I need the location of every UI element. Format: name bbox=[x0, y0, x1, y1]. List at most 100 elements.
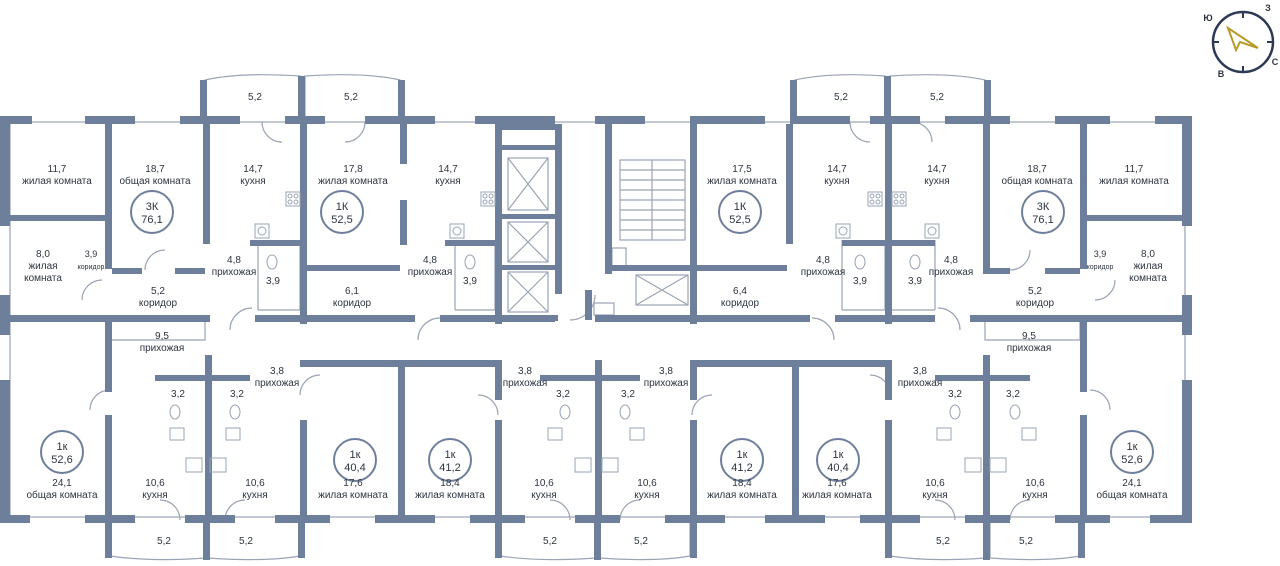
room-name: прихожая bbox=[212, 267, 257, 278]
room-area: 14,7 bbox=[827, 164, 847, 175]
room-label-r59: 5,2 bbox=[936, 536, 950, 547]
room-label-r41: 3,2 bbox=[948, 389, 962, 400]
room-name: прихожая bbox=[255, 378, 300, 389]
room-name: кухня bbox=[1022, 490, 1047, 501]
compass-arrow-icon bbox=[1226, 25, 1259, 53]
room-name: комната bbox=[1129, 273, 1167, 284]
compass: З Ю В С bbox=[1203, 3, 1278, 79]
room-area: 5,2 bbox=[543, 536, 557, 547]
room-area: 14,7 bbox=[243, 164, 263, 175]
room-name: коридор bbox=[1016, 298, 1055, 309]
room-area: 4,8 bbox=[227, 255, 241, 266]
badge-circle bbox=[320, 190, 364, 234]
apartment-area: 41,2 bbox=[439, 462, 460, 474]
room-area: 3,9 bbox=[853, 276, 867, 287]
room-name: прихожая bbox=[503, 378, 548, 389]
room-name: коридор bbox=[139, 298, 178, 309]
room-name: жилая комната bbox=[1099, 176, 1169, 187]
room-area: 3,8 bbox=[270, 366, 284, 377]
room-area: 10,6 bbox=[145, 478, 165, 489]
room-name: жилая комната bbox=[707, 490, 777, 501]
room-name: жилая комната bbox=[415, 490, 485, 501]
room-label-r38: 3,2 bbox=[230, 389, 244, 400]
room-label-r26: 3,9 bbox=[908, 276, 922, 287]
apartment-type: 3К bbox=[1037, 201, 1050, 213]
room-area: 11,7 bbox=[48, 164, 67, 175]
apartment-area: 52,6 bbox=[51, 454, 72, 466]
room-label-r40: 3,2 bbox=[621, 389, 635, 400]
room-area: 17,8 bbox=[343, 164, 363, 175]
room-area: 3,9 bbox=[463, 276, 477, 287]
room-name: коридор bbox=[78, 264, 105, 271]
badge-circle bbox=[333, 438, 377, 482]
room-area: 3,8 bbox=[659, 366, 673, 377]
room-area: 8,0 bbox=[36, 249, 50, 260]
room-area: 18,7 bbox=[145, 164, 165, 175]
room-name: прихожая bbox=[801, 267, 846, 278]
room-area: 3,9 bbox=[1094, 249, 1107, 259]
room-name: кухня bbox=[240, 176, 265, 187]
room-label-r2: 5,2 bbox=[344, 92, 358, 103]
room-label-r16: 3,9 коридор bbox=[78, 249, 105, 271]
room-label-r4: 5,2 bbox=[930, 92, 944, 103]
room-area: 11,7 bbox=[1125, 164, 1144, 175]
apartment-type: 1к bbox=[445, 449, 456, 461]
room-area: 5,2 bbox=[344, 92, 358, 103]
compass-south: С bbox=[1272, 57, 1279, 67]
room-label-r57: 5,2 bbox=[543, 536, 557, 547]
badge-circle bbox=[40, 430, 84, 474]
room-area: 3,9 bbox=[85, 249, 98, 259]
room-area: 4,8 bbox=[944, 255, 958, 266]
room-area: 18,4 bbox=[440, 478, 460, 489]
room-name: кухня bbox=[435, 176, 460, 187]
room-name: кухня bbox=[824, 176, 849, 187]
room-area: 3,2 bbox=[171, 389, 185, 400]
room-area: 6,4 bbox=[733, 286, 747, 297]
room-area: 10,6 bbox=[245, 478, 265, 489]
room-name: жилая комната bbox=[318, 176, 388, 187]
room-area: 3,9 bbox=[908, 276, 922, 287]
room-name: общая комната bbox=[26, 489, 98, 501]
room-area: 4,8 bbox=[816, 255, 830, 266]
room-area: 5,2 bbox=[1028, 286, 1042, 297]
room-label-r1: 5,2 bbox=[248, 92, 262, 103]
room-area: 3,2 bbox=[230, 389, 244, 400]
room-area: 3,8 bbox=[518, 366, 532, 377]
room-name: кухня bbox=[924, 176, 949, 187]
room-name: жилая bbox=[1133, 261, 1162, 272]
room-area: 3,2 bbox=[948, 389, 962, 400]
room-area: 17,6 bbox=[343, 478, 363, 489]
room-name: прихожая bbox=[929, 267, 974, 278]
apartment-type: 1к bbox=[1127, 441, 1138, 453]
badge-circle bbox=[1021, 190, 1065, 234]
room-name: прихожая bbox=[644, 378, 689, 389]
walls bbox=[0, 76, 1192, 560]
room-name: кухня bbox=[922, 490, 947, 501]
room-area: 4,8 bbox=[423, 255, 437, 266]
